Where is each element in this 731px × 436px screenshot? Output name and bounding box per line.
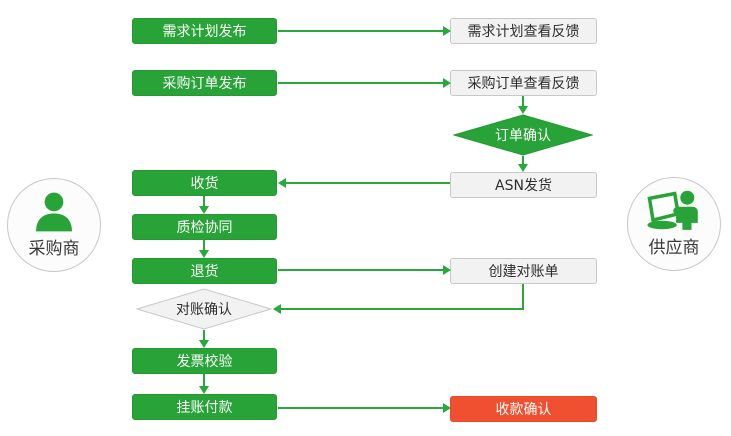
node-invoice-check: 发票校验 (132, 348, 277, 374)
decision-order-confirm-label: 订单确认 (495, 128, 551, 144)
person-laptop-icon (645, 190, 703, 232)
node-po-feedback: 采购订单查看反馈 (450, 70, 597, 96)
decision-order-confirm: 订单确认 (453, 114, 593, 156)
buyer-label: 采购商 (28, 239, 80, 259)
buyer-actor: 采购商 (7, 178, 101, 272)
node-receive: 收货 (132, 170, 277, 196)
node-po-publish: 采购订单发布 (132, 70, 277, 96)
node-demand-plan-publish: 需求计划发布 (132, 18, 277, 44)
supplier-actor: 供应商 (627, 177, 721, 271)
node-return-goods: 退货 (132, 258, 277, 284)
decision-recon-confirm: 对账确认 (136, 288, 272, 330)
node-payment: 挂账付款 (132, 394, 277, 420)
node-quality-collab: 质检协同 (132, 214, 277, 240)
supplier-label: 供应商 (648, 238, 700, 258)
node-receipt-confirm: 收款确认 (450, 396, 597, 422)
node-demand-plan-feedback: 需求计划查看反馈 (450, 18, 597, 44)
decision-recon-confirm-label: 对账确认 (176, 302, 232, 318)
node-create-statement: 创建对账单 (450, 258, 597, 284)
node-asn-ship: ASN发货 (450, 172, 597, 198)
person-icon (31, 191, 77, 233)
